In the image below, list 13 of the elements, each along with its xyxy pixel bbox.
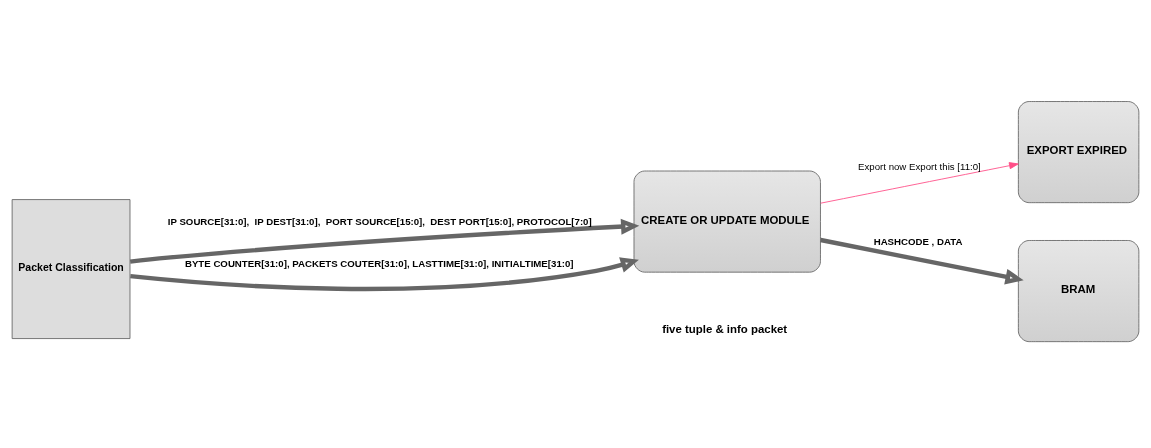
arrow bbox=[820, 237, 1024, 285]
edge-label: IP SOURCE[31:0], IP DEST[31:0], PORT SOURCE[15:0], DEST PORT[15:0], PROTOCOL[7:0] bbox=[167, 215, 592, 227]
node-box: CREATE OR UPDATE MODULE bbox=[633, 170, 821, 273]
arrow bbox=[820, 162, 1019, 204]
node-box: EXPORT EXPIRED bbox=[1017, 101, 1140, 204]
edge-label: HASHCODE , DATA bbox=[873, 236, 963, 248]
node-box: BRAM bbox=[1017, 240, 1140, 343]
arrow bbox=[129, 218, 640, 264]
arrow bbox=[130, 257, 639, 292]
edge-label: Export now Export this [11:0] bbox=[858, 161, 981, 173]
label: five tuple & info packet bbox=[662, 322, 788, 335]
node-box: Packet Classification bbox=[11, 199, 131, 339]
edge-label: BYTE COUNTER[31:0], PACKETS COUTER[31:0], LASTTIME[31:0], INITIALTIME[31:0] bbox=[184, 258, 574, 270]
